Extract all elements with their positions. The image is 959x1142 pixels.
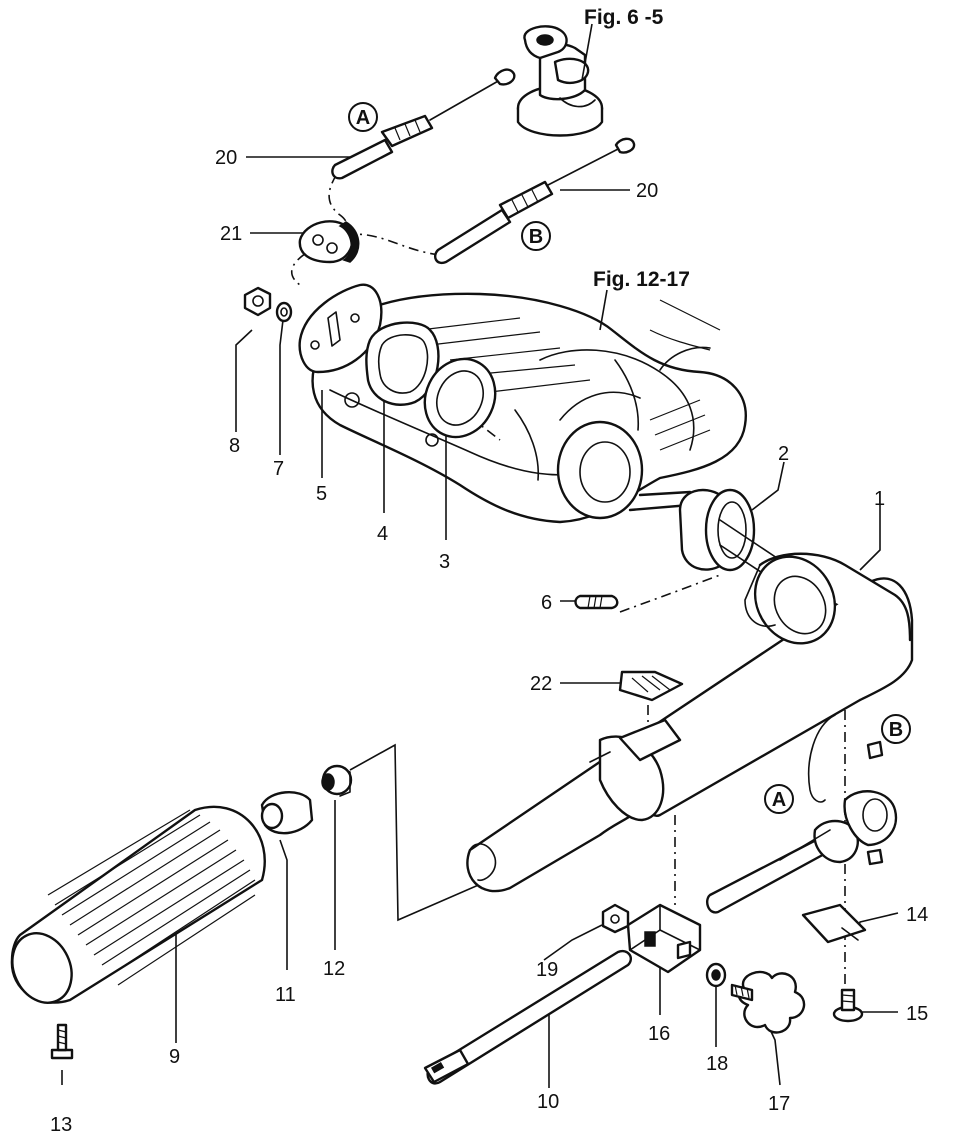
gasket-ring-part xyxy=(423,357,497,439)
part-number-20-upper: 20 xyxy=(215,147,237,169)
part-number-1: 1 xyxy=(874,488,885,510)
connection-marker-b-handle-letter: B xyxy=(889,719,903,741)
connection-marker-b-handle: B xyxy=(881,714,911,744)
speed-control-illustration xyxy=(516,25,604,137)
part-number-22: 22 xyxy=(530,673,552,695)
friction-knob-part xyxy=(730,970,806,1034)
part-number-10: 10 xyxy=(537,1091,559,1113)
connection-marker-a-handle: A xyxy=(764,784,794,814)
part-number-13: 13 xyxy=(50,1114,72,1136)
figure-ref-engine: Fig. 12-17 xyxy=(593,268,690,291)
clamp-nut-part xyxy=(601,903,630,934)
part-number-19: 19 xyxy=(536,959,558,981)
grommet-part xyxy=(298,220,360,264)
gasket-large-part xyxy=(365,321,440,406)
steering-handle-body xyxy=(466,552,914,893)
throttle-cable-a xyxy=(331,68,516,180)
throttle-rod-part xyxy=(423,949,632,1085)
connection-marker-a-handle-letter: A xyxy=(772,789,786,811)
part-number-21: 21 xyxy=(220,223,242,245)
handle-grip-part xyxy=(10,805,266,1004)
part-number-7: 7 xyxy=(273,458,284,480)
throttle-cable-b xyxy=(434,137,636,265)
mounting-plate-part xyxy=(298,283,383,374)
part-number-14: 14 xyxy=(906,904,928,926)
connection-marker-b-top-letter: B xyxy=(529,226,543,248)
part-number-11: 11 xyxy=(275,984,296,1006)
part-number-16: 16 xyxy=(648,1023,670,1045)
part-number-2: 2 xyxy=(778,443,789,465)
nut-part xyxy=(243,286,272,317)
part-number-6: 6 xyxy=(541,592,552,614)
connection-marker-a-top-letter: A xyxy=(356,107,370,129)
part-number-9: 9 xyxy=(169,1046,180,1068)
figure-ref-speed-control: Fig. 6 -5 xyxy=(584,6,664,29)
part-number-17: 17 xyxy=(768,1093,790,1115)
stud-bolt-part xyxy=(574,594,619,610)
handle-cable-assembly xyxy=(706,714,898,914)
clamp-washer-part xyxy=(705,962,727,988)
part-number-18: 18 xyxy=(706,1053,728,1075)
spring-clip-part xyxy=(801,903,867,944)
grip-screw-part xyxy=(50,1023,74,1060)
connection-marker-a-top: A xyxy=(348,102,378,132)
part-number-12: 12 xyxy=(323,958,345,980)
decal-part xyxy=(618,670,684,702)
part-number-4: 4 xyxy=(377,523,388,545)
connection-marker-b-top: B xyxy=(521,221,551,251)
collar-part xyxy=(260,791,314,835)
part-number-20-lower: 20 xyxy=(636,180,658,202)
bushing-part xyxy=(321,764,353,797)
part-number-15: 15 xyxy=(906,1003,928,1025)
pivot-bushing-part xyxy=(628,488,781,579)
washer-part xyxy=(275,301,293,323)
friction-clamp-part xyxy=(626,903,702,974)
part-number-8: 8 xyxy=(229,435,240,457)
part-number-3: 3 xyxy=(439,551,450,573)
clip-screw-part xyxy=(832,988,864,1023)
part-number-5: 5 xyxy=(316,483,327,505)
